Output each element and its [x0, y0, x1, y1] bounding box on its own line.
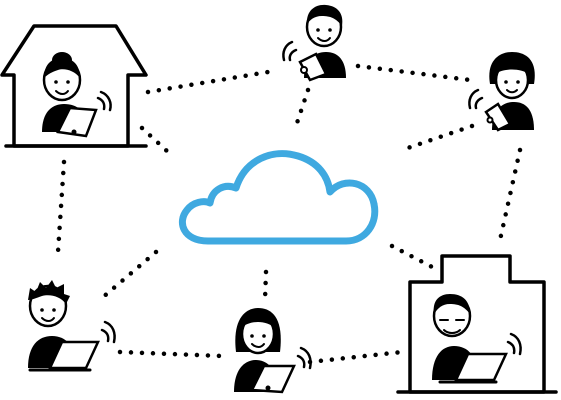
woman-with-tablet-bottom [234, 308, 312, 394]
connection-man-to-woman [117, 349, 225, 359]
wifi-signal-icon [296, 346, 312, 370]
cloud-icon [179, 150, 379, 245]
wifi-signal-icon [506, 332, 522, 356]
wifi-signal-icon [468, 88, 484, 110]
connection-cloud-to-woman [262, 269, 269, 303]
connection-cloud-to-building [389, 243, 437, 271]
connection-house-to-cloud [139, 125, 171, 155]
connection-topboy-to-girl [355, 63, 473, 83]
man-with-laptop-left [28, 280, 116, 372]
building-icon [396, 254, 558, 394]
connection-topboy-to-cloud [293, 87, 311, 129]
connection-cloud-to-man [99, 249, 159, 301]
laptop-icon [438, 352, 508, 384]
house-icon [0, 24, 148, 148]
tablet-icon [56, 106, 98, 138]
tablet-icon [298, 52, 328, 82]
connection-house-to-topboy [145, 69, 271, 95]
tablet-icon [250, 364, 296, 394]
connection-girl-to-cloud [399, 123, 475, 153]
woman-in-house-with-tablet [42, 52, 112, 138]
connection-woman-to-building [307, 349, 405, 365]
wifi-signal-icon [282, 40, 298, 62]
laptop-icon [28, 340, 100, 372]
boy-with-tablet-top [282, 4, 346, 82]
connection-girl-to-building [497, 147, 523, 243]
connection-lines [55, 63, 523, 365]
elderly-man-in-building-with-laptop [432, 294, 522, 384]
connection-house-to-man [55, 159, 67, 255]
wifi-signal-icon [100, 320, 116, 344]
girl-with-tablet-right [468, 52, 535, 132]
wifi-signal-icon [96, 90, 112, 112]
tablet-icon [484, 102, 512, 132]
